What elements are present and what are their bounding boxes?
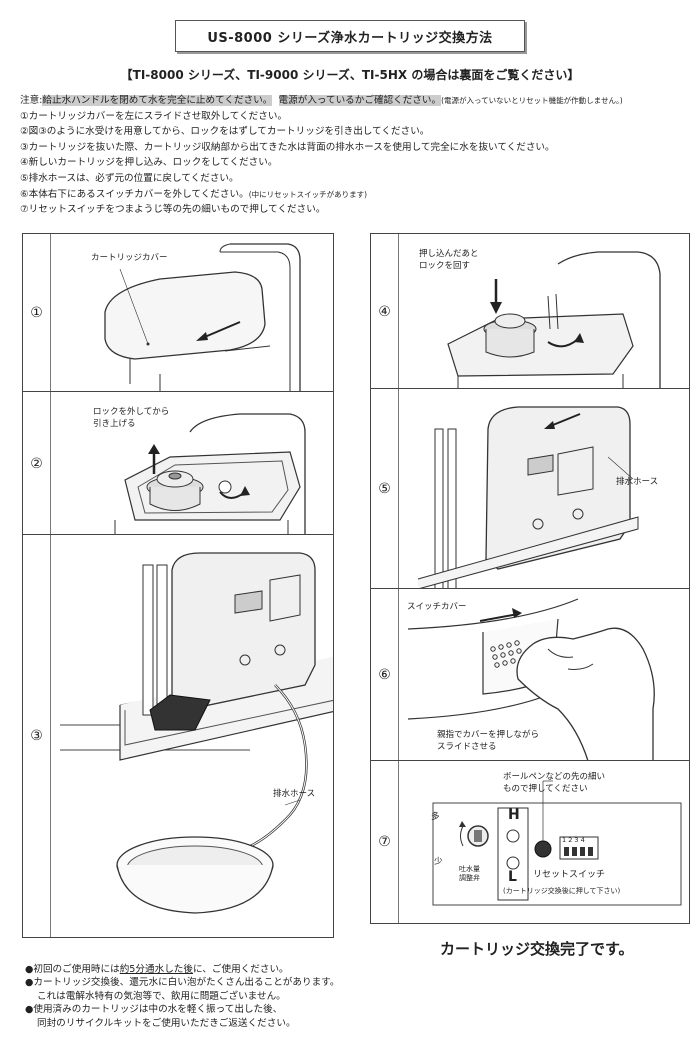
label-h: H: [508, 807, 520, 823]
thumb-hand: [516, 627, 655, 761]
illustration-return-hose: [417, 406, 639, 589]
caution-highlight-2: 電源が入っているかご確認ください。: [278, 95, 442, 106]
label-flow-adjust-valve: 吐水量 調整弁: [459, 865, 480, 882]
label-reset-switch: リセットスイッチ: [533, 870, 606, 880]
panel-step-1: ① カートリッジカバー: [22, 233, 334, 393]
panel-number: ⑦: [371, 761, 399, 923]
illustration-insert-cartridge: [447, 251, 661, 389]
panel-step-7: ⑦ ボールペンなどの先の細い もので押してください 多 少 吐水量 調整弁 H …: [370, 760, 690, 924]
caution-line: 注意:給止水ハンドルを閉めて水を完全に止めてください。 電源が入っているかご確認…: [20, 95, 623, 106]
slide-left-arrow-icon: [196, 332, 208, 341]
illustration-remove-cover: [104, 243, 301, 392]
caution-highlight-1: 給止水ハンドルを閉めて水を完全に止めてください。: [42, 95, 273, 106]
panel-step-3: ③ 排水ホース: [22, 534, 334, 938]
completion-message: カートリッジ交換完了です。: [440, 940, 634, 958]
footer-line-3: これは電解水特有の気泡等で、飲用に問題ございません。: [37, 990, 286, 1002]
footer-line-5: 同封のリサイクルキットをご使用いただきご返送ください。: [37, 1017, 296, 1029]
instructions: 注意:給止水ハンドルを閉めて水を完全に止めてください。 電源が入っているかご確認…: [20, 93, 695, 218]
slide-right-arrow-icon: [512, 608, 522, 618]
cartridge-cover-shape: [104, 271, 266, 360]
panel-step-4: ④ 押し込んだあと ロックを回す: [370, 233, 690, 390]
document-title: US-8000 シリーズ浄水カートリッジ交換方法: [175, 20, 525, 52]
panel-step-5: ⑤ 排水ホース: [370, 388, 690, 590]
step-4: ④新しいカートリッジを押し込み、ロックをしてください。: [20, 157, 278, 169]
illustration-pull-cartridge: [114, 413, 306, 535]
label-unlock: ロックを外してから 引き上げる: [93, 407, 170, 429]
panel-step-2: ② ロックを外してから 引き上げる: [22, 391, 334, 536]
label-slide-instruction: 親指でカバーを押しながら スライドさせる: [437, 730, 540, 752]
label-dip-switch: 1 2 3 4: [562, 836, 585, 844]
step-1: ①カートリッジカバーを左にスライドさせ取外してください。: [20, 110, 288, 122]
illustration-drain-water: [60, 552, 333, 914]
step-5: ⑤排水ホースは、必ず元の位置に戻してください。: [20, 172, 239, 184]
panel-number: ④: [371, 234, 399, 389]
pull-up-arrow-icon: [148, 444, 160, 454]
footer-line-4: ●使用済みのカートリッジは中の水を軽く振って出した後、: [25, 1004, 283, 1016]
label-more: 多: [431, 812, 440, 822]
rotate-lock-arrow-icon: [240, 486, 250, 496]
label-push-and-lock: 押し込んだあと ロックを回す: [419, 249, 479, 271]
label-less: 少: [434, 857, 443, 867]
panel-number: ⑥: [371, 589, 399, 761]
label-reset-note: (カートリッジ交換後に押して下さい): [503, 887, 621, 895]
caution-small: (電源が入っていないとリセット機能が作動しません。): [441, 96, 623, 105]
push-down-arrow-icon: [490, 302, 502, 314]
slide-left-arrow-icon: [544, 421, 555, 429]
footer-notes: ●初回のご使用時には約5分通水した後に、ご使用ください。 ●カートリッジ交換後、…: [25, 963, 339, 1030]
label-switch-cover: スイッチカバー: [407, 602, 467, 612]
reset-switch-button[interactable]: [534, 840, 552, 858]
step-2: ②図③のように水受けを用意してから、ロックをはずしてカートリッジを引き出してくだ…: [20, 126, 430, 138]
subtitle: 【TI-8000 シリーズ、TI-9000 シリーズ、TI-5HX の場合は裏面…: [120, 68, 580, 82]
label-use-thin-tip: ボールペンなどの先の細い もので押してください: [503, 772, 606, 794]
illustration-switch-cover: [407, 598, 655, 761]
label-cartridge-cover: カートリッジカバー: [91, 253, 168, 263]
panel-number: ③: [23, 535, 51, 937]
panel-step-6: ⑥ スイッチカバー 親指でカバーを押しながら スライドさせる: [370, 588, 690, 762]
footer-line-1: ●初回のご使用時には約5分通水した後に、ご使用ください。: [25, 964, 289, 975]
title-text: US-8000 シリーズ浄水カートリッジ交換方法: [207, 30, 493, 46]
label-l: L: [508, 869, 517, 885]
step-6: ⑥本体右下にあるスイッチカバーを外してください。(中にリセットスイッチがあります…: [20, 188, 368, 200]
panel-number: ⑤: [371, 389, 399, 589]
label-drain-hose: 排水ホース: [616, 477, 659, 487]
footer-line-2: ●カートリッジ交換後、還元水に白い泡がたくさん出ることがあります。: [25, 977, 340, 989]
panel-number: ②: [23, 392, 51, 535]
panel-number: ①: [23, 234, 51, 392]
illustration-reset-switch: [432, 780, 682, 906]
rotate-lock-arrow-icon: [574, 333, 584, 343]
step-3: ③カートリッジを抜いた際、カートリッジ収納部から出てきた水は背面の排水ホースを使…: [20, 141, 555, 153]
step-7: ⑦リセットスイッチをつまようじ等の先の細いもので押してください。: [20, 204, 326, 216]
label-drain-hose: 排水ホース: [273, 789, 316, 799]
